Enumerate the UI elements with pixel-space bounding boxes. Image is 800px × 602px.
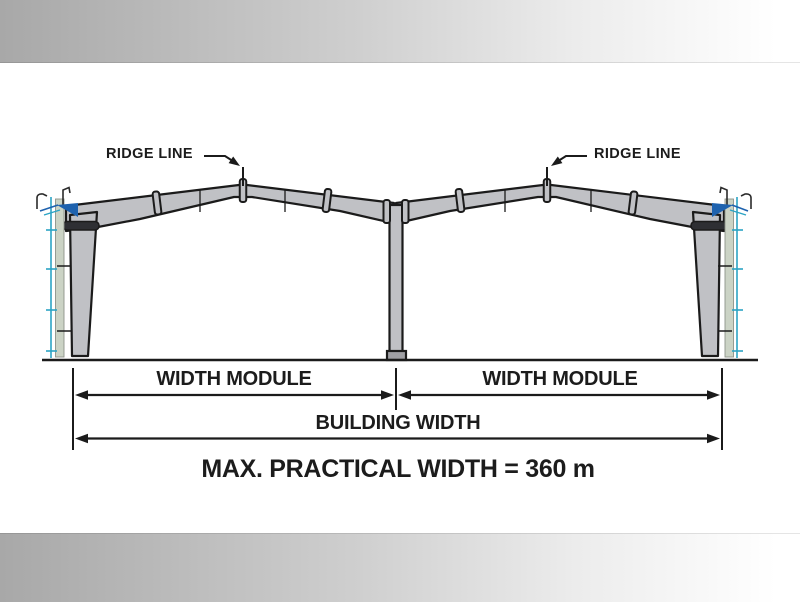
ridge-leader-left xyxy=(204,155,240,166)
building-width-label: BUILDING WIDTH xyxy=(315,412,481,434)
rafter-module-right xyxy=(394,183,726,233)
rafter-joint-lines xyxy=(199,189,592,212)
dimension-extension-lines xyxy=(72,368,723,450)
left-outer-column xyxy=(68,210,99,358)
ridge-line-label-right: RIDGE LINE xyxy=(594,146,681,162)
top-gradient-bar xyxy=(0,0,800,63)
building-width-dimension xyxy=(75,433,720,444)
middle-column xyxy=(385,203,408,362)
left-wall-girt-line xyxy=(46,197,57,358)
right-eave-gutter xyxy=(719,186,752,209)
right-sidewall xyxy=(712,186,752,358)
left-eave-gutter xyxy=(36,186,71,209)
left-eave-strut xyxy=(39,203,78,217)
width-module-left-dimension xyxy=(75,390,394,400)
width-module-label-right: WIDTH MODULE xyxy=(482,368,638,390)
width-module-right-dimension xyxy=(398,390,720,400)
right-girt-connections xyxy=(718,265,732,332)
ridge-line-label-left: RIDGE LINE xyxy=(106,146,193,162)
rafter-module-left xyxy=(64,183,396,233)
ridge-leader-right xyxy=(551,155,587,166)
right-wall-girt-line xyxy=(732,197,743,358)
left-girt-connections xyxy=(57,265,71,332)
valley-end-plates xyxy=(382,199,410,224)
rafter-splice-plates xyxy=(151,178,639,216)
right-eave-strut xyxy=(712,203,749,217)
bottom-gradient-bar xyxy=(0,533,800,602)
right-wall-panel xyxy=(724,198,734,358)
left-sidewall xyxy=(36,186,78,358)
width-module-label-left: WIDTH MODULE xyxy=(156,368,312,390)
left-wall-panel xyxy=(55,198,65,358)
max-practical-width-label: MAX. PRACTICAL WIDTH = 360 m xyxy=(201,455,595,483)
right-outer-column xyxy=(691,210,722,358)
